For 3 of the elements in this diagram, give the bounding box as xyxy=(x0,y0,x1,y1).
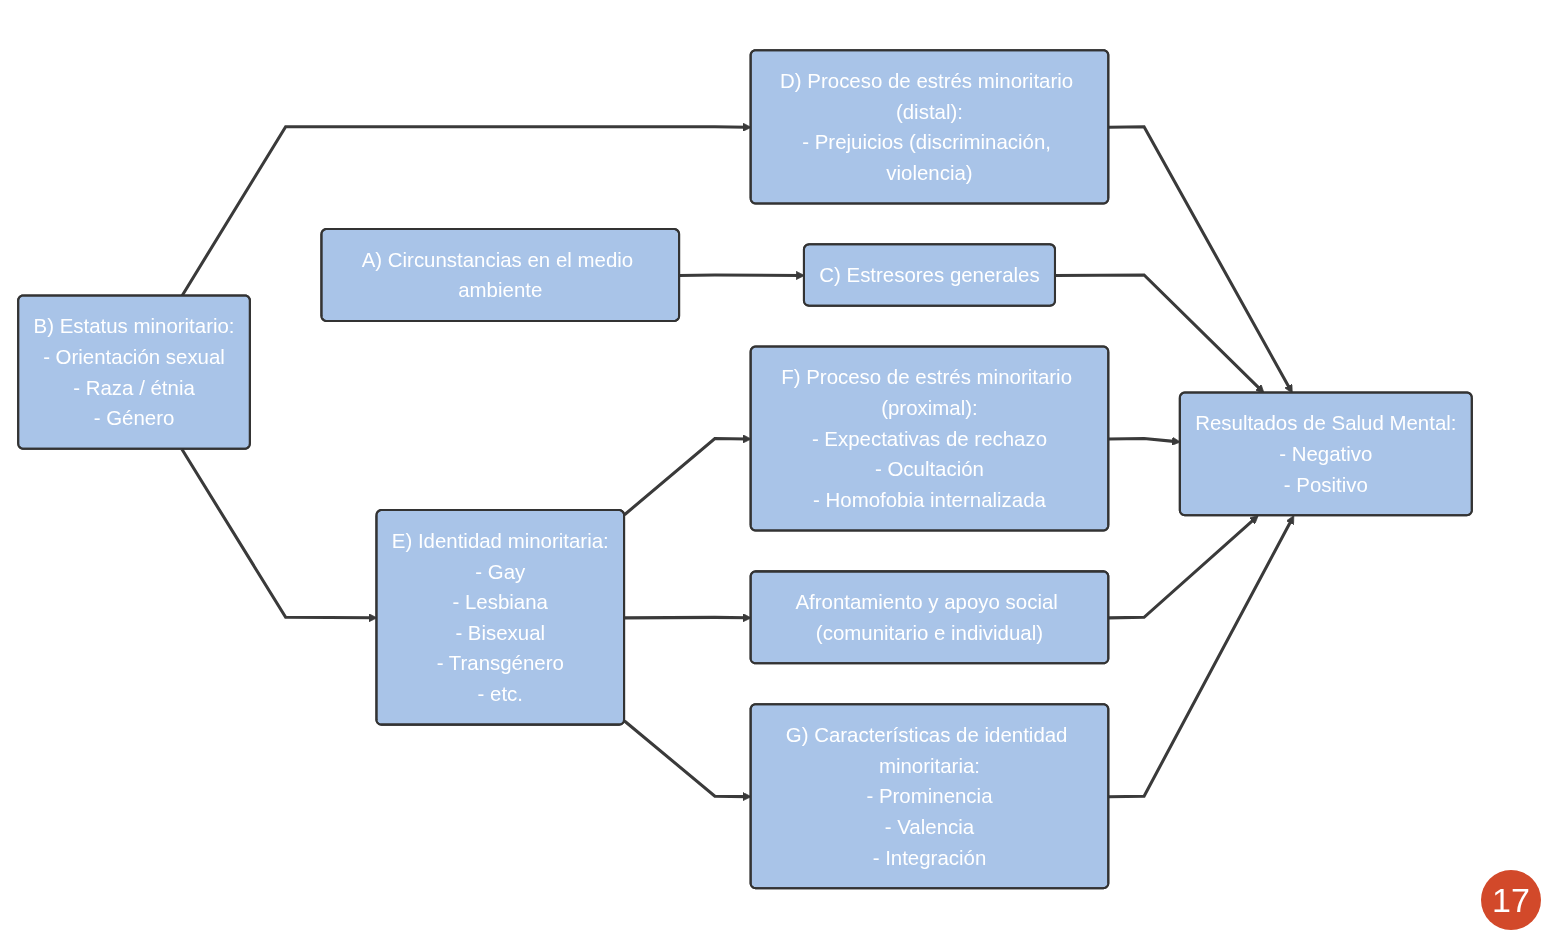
page-number: 17 xyxy=(1481,870,1541,930)
arrow xyxy=(1108,515,1259,620)
arrow xyxy=(1108,515,1295,799)
